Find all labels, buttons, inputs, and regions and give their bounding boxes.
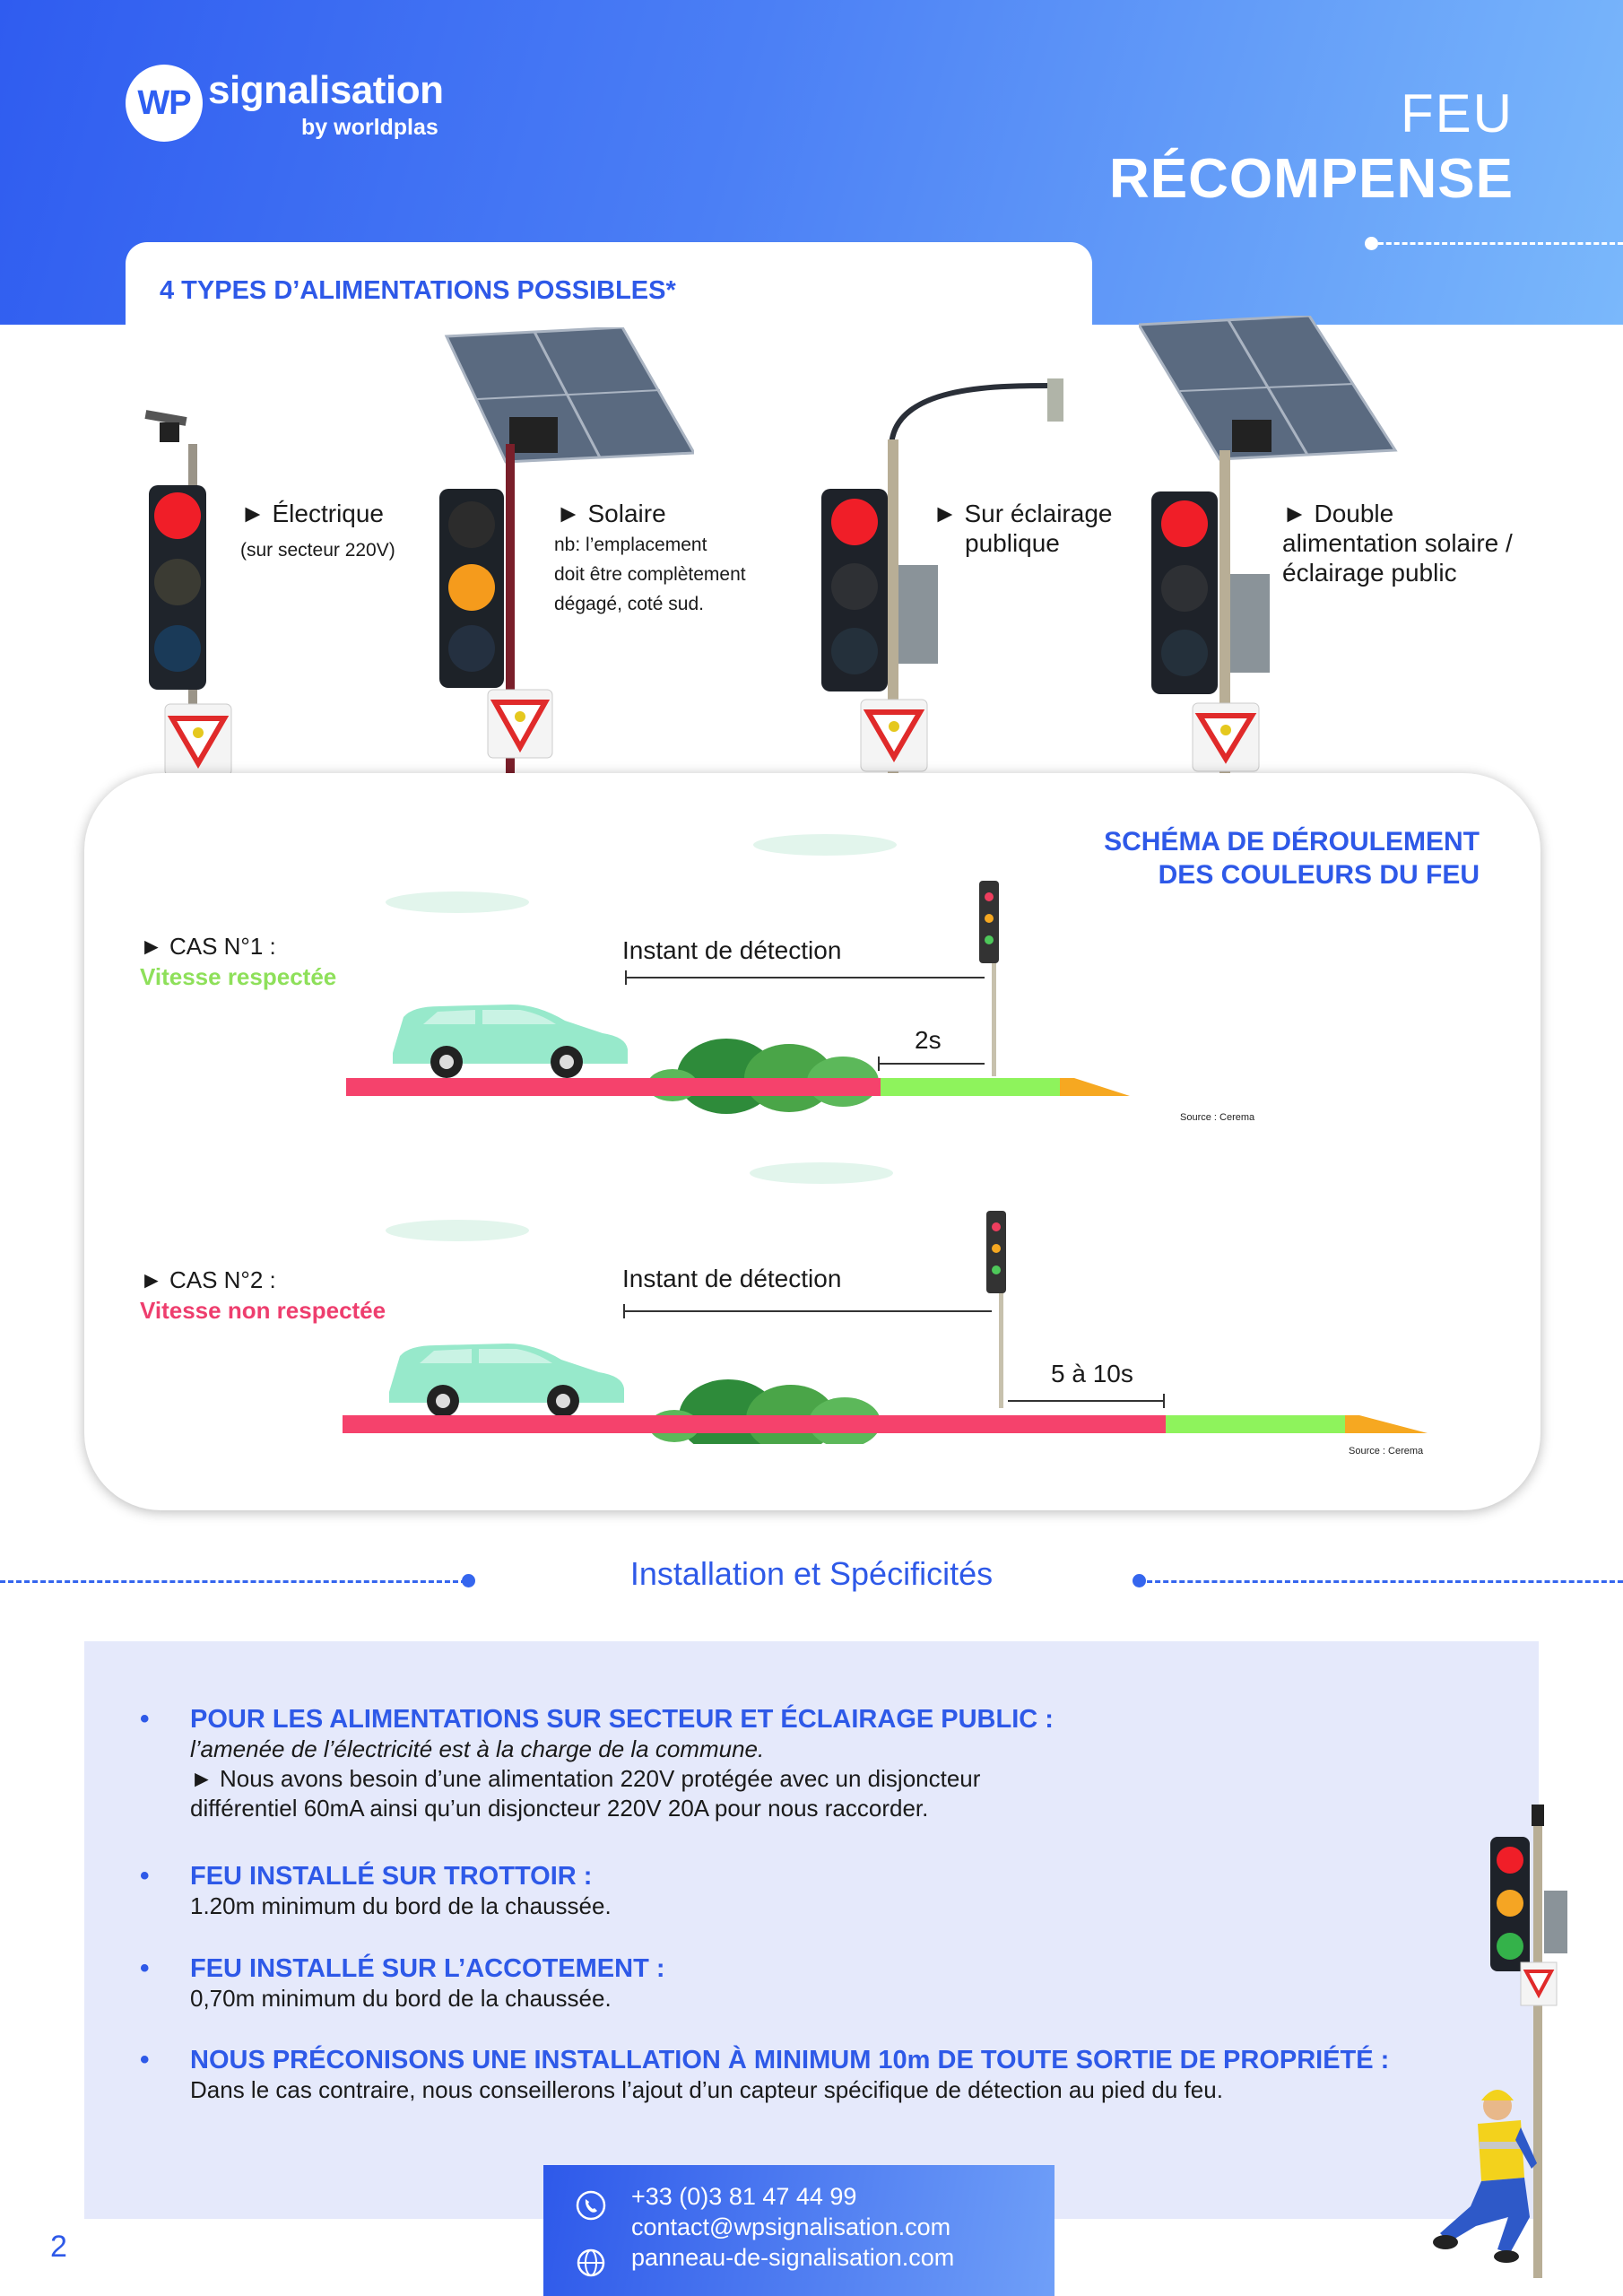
schema-title: SCHÉMA DE DÉROULEMENT DES COULEURS DU FE… (1104, 825, 1480, 891)
specs-box (84, 1641, 1539, 2219)
spec-heading-2: FEU INSTALLÉ SUR TROTTOIR : (190, 1862, 593, 1891)
spec-item-3: FEU INSTALLÉ SUR L’ACCOTEMENT : 0,70m mi… (190, 1953, 665, 2013)
page-number: 2 (50, 2230, 67, 2264)
type-electric-label: ► Électrique (240, 500, 385, 527)
car-icon (389, 1344, 624, 1417)
types-heading: 4 TYPES D’ALIMENTATIONS POSSIBLES* (160, 276, 676, 305)
type-public-lighting-label-2: publique (965, 529, 1060, 557)
streetlight-traffic-light-icon (821, 378, 1063, 776)
case1-detection-label: Instant de détection (622, 936, 842, 964)
type-double-label-3: éclairage public (1282, 559, 1457, 587)
spec-item-4: NOUS PRÉCONISONS UNE INSTALLATION À MINI… (190, 2045, 1389, 2105)
brand-logo: WP signalisation by worldplas (126, 65, 466, 154)
case1-label: ► CAS N°1 : (140, 933, 276, 960)
types-tab (126, 242, 1092, 341)
spec-line-2: 1.20m minimum du bord de la chaussée. (190, 1892, 612, 1919)
spec-heading-3: FEU INSTALLÉ SUR L’ACCOTEMENT : (190, 1954, 665, 1983)
car-icon (393, 1004, 628, 1078)
case2-detection-label: Instant de détection (622, 1265, 842, 1292)
section-divider-left (0, 1580, 466, 1583)
logo-badge: WP (126, 65, 203, 142)
case2-duration-label: 5 à 10s (1051, 1360, 1133, 1387)
logo-byline: by worldplas (301, 115, 438, 140)
spec-bullet-2: • (140, 1861, 150, 1891)
solar-panel-icon (439, 327, 694, 776)
type-solar-note-1: nb: l’emplacement (554, 535, 707, 555)
case2-label: ► CAS N°2 : (140, 1266, 276, 1293)
schema-title-line2: DES COULEURS DU FEU (1158, 860, 1480, 890)
spec-item-1: POUR LES ALIMENTATIONS SUR SECTEUR ET ÉC… (190, 1704, 1054, 1823)
spec-bullet-4: • (140, 2045, 150, 2074)
spec-line-3: 0,70m minimum du bord de la chaussée. (190, 1985, 612, 2012)
section-divider-right-dot (1133, 1574, 1146, 1587)
case1-sub: Vitesse respectée (140, 963, 337, 990)
worker-icon (1433, 1805, 1567, 2278)
case1-scene (346, 834, 1130, 1114)
type-double-label-1: ► Double (1282, 500, 1394, 527)
section-title: Installation et Spécificités (629, 1555, 994, 1592)
case2-source: Source : Cerema (1349, 1446, 1424, 1457)
schema-card (84, 773, 1541, 1510)
contact-phone[interactable]: +33 (0)3 81 47 44 99 (631, 2183, 857, 2210)
section-divider-left-dot (462, 1574, 475, 1587)
spec-line-1a: ► Nous avons besoin d’une alimentation 2… (190, 1765, 981, 1792)
contact-email[interactable]: contact@wpsignalisation.com (631, 2213, 951, 2240)
type-double-label-2: alimentation solaire / (1282, 529, 1513, 557)
spec-italic-1: l’amenée de l’électricité est à la charg… (190, 1735, 765, 1762)
page-title-line2: RÉCOMPENSE (1109, 148, 1514, 210)
case1-source: Source : Cerema (1180, 1112, 1255, 1123)
logo-wordmark: signalisation (208, 68, 444, 112)
globe-icon (577, 2248, 605, 2277)
case2-scene (343, 1162, 1428, 1444)
spec-line-1b: différentiel 60mA ainsi qu’un disjoncteu… (190, 1795, 929, 1822)
title-divider (1370, 242, 1623, 245)
schema-title-line1: SCHÉMA DE DÉROULEMENT (1104, 827, 1480, 857)
contact-box: +33 (0)3 81 47 44 99 contact@wpsignalisa… (543, 2165, 1055, 2296)
type-solar-label: ► Solaire (556, 500, 666, 527)
contact-website[interactable]: panneau-de-signalisation.com (631, 2244, 955, 2271)
type-public-lighting-label-1: ► Sur éclairage (933, 500, 1113, 527)
solar-streetlight-traffic-light-icon (1139, 316, 1398, 776)
spec-heading-4: NOUS PRÉCONISONS UNE INSTALLATION À MINI… (190, 2046, 1390, 2074)
traffic-light-icon (144, 410, 232, 776)
type-solar-note-2: doit être complètement (554, 564, 746, 585)
case1-duration-label: 2s (915, 1026, 942, 1054)
type-solar-note-3: dégagé, coté sud. (554, 594, 704, 614)
spec-heading-1: POUR LES ALIMENTATIONS SUR SECTEUR ET ÉC… (190, 1705, 1054, 1734)
page-title-line1: FEU (1401, 83, 1514, 144)
spec-bullet-3: • (140, 1953, 150, 1983)
spec-bullet-1: • (140, 1704, 150, 1734)
spec-item-2: FEU INSTALLÉ SUR TROTTOIR : 1.20m minimu… (190, 1861, 612, 1921)
case2-sub: Vitesse non respectée (140, 1297, 386, 1324)
phone-icon (576, 2190, 606, 2221)
spec-line-4: Dans le cas contraire, nous conseilleron… (190, 2076, 1223, 2103)
type-electric-note: (sur secteur 220V) (240, 540, 395, 561)
section-divider-right (1139, 1580, 1623, 1583)
